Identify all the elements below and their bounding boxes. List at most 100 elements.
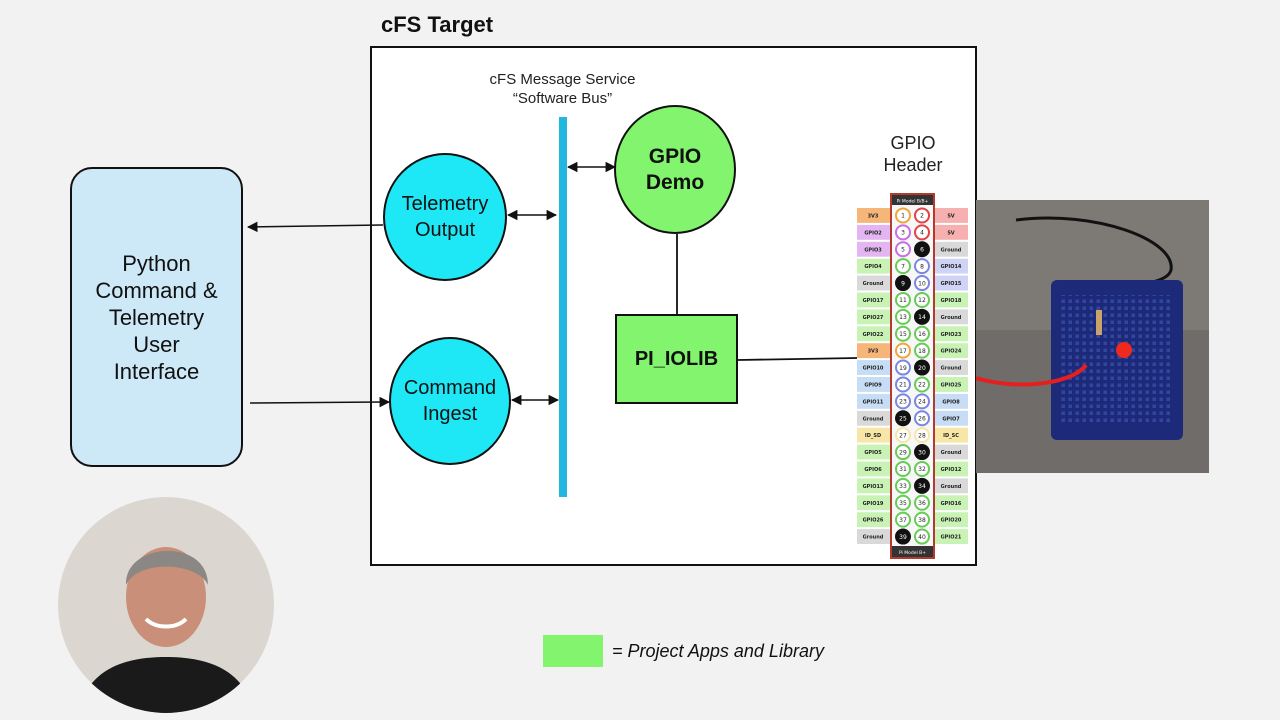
pin-circle	[914, 427, 930, 444]
pin-label-bg	[857, 275, 890, 291]
pin-label-left: GPIO6	[864, 467, 882, 473]
avatar-shirt	[78, 657, 254, 713]
pin-label-left: GPIO26	[863, 518, 884, 524]
pin-label-bg	[935, 512, 968, 528]
pin-circle	[895, 427, 911, 444]
pin-label-left: GPIO17	[863, 298, 884, 304]
pin-number: 17	[899, 348, 907, 355]
pin-label-bg	[857, 258, 890, 274]
pin-circle	[914, 207, 930, 224]
python-ui-label: Python Command & Telemetry User Interfac…	[95, 250, 217, 385]
pin-label-right: GPIO24	[941, 349, 962, 355]
pin-number: 38	[918, 517, 926, 524]
pin-label-right: GPIO18	[941, 298, 962, 304]
pin-label-right: GPIO16	[941, 501, 962, 507]
legend-swatch	[543, 635, 603, 667]
command-ingest-line: Command	[403, 377, 497, 399]
pin-number: 21	[899, 382, 907, 389]
pin-circle	[914, 308, 930, 325]
python-ui-line: User	[133, 331, 180, 357]
pin-label-right: GPIO20	[941, 518, 962, 524]
pin-label-right: GPIO25	[941, 382, 962, 388]
pin-number: 30	[918, 449, 926, 456]
pin-number: 40	[918, 534, 926, 541]
pin-circle	[895, 342, 911, 359]
pin-label-bg	[935, 393, 968, 409]
pin-label-bg	[857, 410, 890, 426]
pin-label-bg	[857, 343, 890, 359]
led-breadboard-photo	[976, 200, 1209, 473]
pin-number: 6	[920, 246, 924, 253]
pin-circle	[895, 275, 911, 292]
presenter-avatar	[58, 497, 274, 713]
pin-label-bg	[935, 258, 968, 274]
pin-label-left: GPIO10	[863, 366, 884, 372]
pin-label-bg	[935, 224, 968, 240]
pin-label-left: GPIO13	[863, 484, 884, 490]
pin-number: 11	[899, 297, 907, 304]
command-ingest-line: Ingest	[422, 403, 478, 425]
pinout-top-label: Pi Model B/B+	[897, 199, 929, 205]
pin-label-left: GPIO22	[863, 332, 884, 338]
pin-label-bg	[857, 393, 890, 409]
pin-label-bg	[857, 461, 890, 477]
pin-label-bg	[935, 360, 968, 375]
pin-number: 39	[899, 534, 907, 541]
pin-number: 7	[901, 263, 905, 270]
pin-circle	[895, 494, 911, 511]
pin-number: 3	[901, 230, 905, 237]
pin-circle	[895, 359, 911, 376]
pin-label-bg	[935, 309, 968, 325]
pin-label-right: Ground	[941, 366, 962, 372]
python-ui-line: Python	[122, 250, 191, 276]
pin-number: 23	[899, 399, 907, 406]
pin-number: 37	[899, 517, 907, 524]
pin-circle	[895, 224, 911, 241]
photo-breadboard-holes	[1061, 295, 1173, 425]
avatar-smile	[144, 617, 188, 629]
pin-label-left: 3V3	[868, 213, 879, 219]
pin-circle	[895, 241, 911, 258]
pin-label-left: GPIO11	[863, 399, 884, 405]
pin-label-right: GPIO23	[941, 332, 962, 338]
pin-circle	[895, 477, 911, 494]
pin-number: 27	[899, 432, 907, 439]
pin-circle	[914, 528, 930, 545]
pin-circle	[895, 325, 911, 342]
pin-label-bg	[935, 427, 968, 443]
python-ui-line: Interface	[113, 358, 200, 384]
bus-label-line-1: cFS Message Service	[489, 71, 636, 88]
pin-label-right: GPIO12	[941, 467, 962, 473]
pin-label-right: GPIO8	[942, 399, 960, 405]
pin-label-bg	[857, 224, 890, 240]
pin-circle	[895, 444, 911, 461]
pin-circle	[914, 477, 930, 494]
pin-circle	[914, 342, 930, 359]
pin-number: 22	[918, 382, 926, 389]
software-bus	[559, 117, 567, 497]
pin-label-left: GPIO19	[863, 501, 884, 507]
pin-label-bg	[857, 377, 890, 392]
pin-number: 9	[901, 280, 905, 287]
pin-label-bg	[935, 208, 968, 223]
pin-label-left: GPIO5	[864, 450, 882, 456]
pin-circle	[895, 393, 911, 410]
pin-number: 16	[918, 331, 926, 338]
pin-label-right: Ground	[941, 315, 962, 321]
pin-circle	[914, 224, 930, 241]
command-ingest-label: Command Ingest	[404, 375, 496, 427]
pin-number: 14	[918, 314, 926, 321]
pin-label-bg	[857, 529, 890, 544]
pin-circle	[914, 359, 930, 376]
pin-label-left: Ground	[863, 416, 884, 422]
pin-label-bg	[857, 444, 890, 460]
pin-label-right: 5V	[947, 213, 954, 219]
pinout-top-banner	[892, 195, 933, 205]
pin-label-right: Ground	[941, 247, 962, 253]
pin-circle	[914, 393, 930, 410]
pi-iolib-node: PI_IOLIB	[615, 314, 738, 404]
bus-label-line-2: “Software Bus”	[512, 90, 613, 107]
pin-number: 35	[899, 500, 907, 507]
telemetry-output-node: Telemetry Output	[383, 153, 507, 281]
pin-circle	[895, 308, 911, 325]
